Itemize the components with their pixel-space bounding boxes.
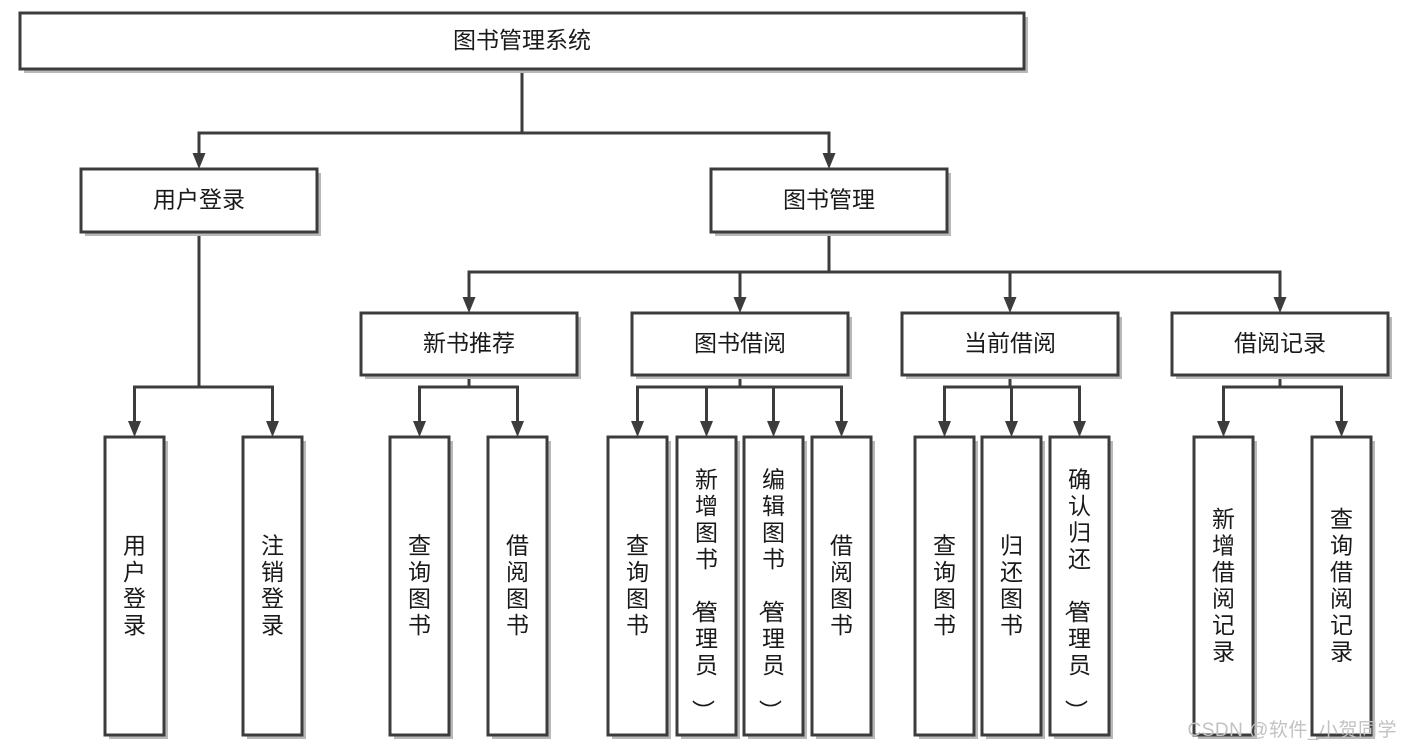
node-leaf-query-record[interactable]: 查询借阅记录 <box>1310 435 1375 739</box>
node-book-manage[interactable]: 图书管理 <box>709 167 951 236</box>
node-leaf-borrow-book-2[interactable]: 借阅图书 <box>810 435 875 739</box>
node-leaf-query-book-3[interactable]: 查询图书 <box>913 435 978 739</box>
node-label: 借阅记录 <box>1234 330 1326 356</box>
arrow-head-icon <box>835 421 848 437</box>
node-leaf-add-book[interactable]: 新增图书（管理员） <box>675 435 740 739</box>
node-label: 注销登录 <box>261 533 284 639</box>
node-rect[interactable] <box>1048 435 1111 737</box>
node-user-login[interactable]: 用户登录 <box>79 167 321 236</box>
node-rect[interactable] <box>810 435 873 737</box>
arrow-head-icon <box>462 297 476 313</box>
node-new-book-recommend[interactable]: 新书推荐 <box>359 311 581 379</box>
node-leaf-confirm-return[interactable]: 确认归还（管理员） <box>1048 435 1113 739</box>
node-book-borrow[interactable]: 图书借阅 <box>630 311 852 379</box>
arrow-head-icon <box>128 421 141 437</box>
node-label: 查询图书 <box>408 533 431 639</box>
node-rect[interactable] <box>486 435 549 737</box>
node-label: 查询图书 <box>626 533 649 639</box>
arrow-head-icon <box>938 421 951 437</box>
edge-group-borrow-record <box>1217 373 1348 437</box>
edge-group-current-borrow <box>938 373 1086 437</box>
edge-group-root <box>192 67 836 169</box>
arrow-head-icon <box>822 153 836 169</box>
node-leaf-query-book-2[interactable]: 查询图书 <box>606 435 671 739</box>
node-leaf-edit-book[interactable]: 编辑图书（管理员） <box>742 435 807 739</box>
node-label: 图书管理系统 <box>453 27 591 53</box>
node-rect[interactable] <box>103 435 166 737</box>
node-label: 归还图书 <box>1000 533 1023 639</box>
node-leaf-user-logout[interactable]: 注销登录 <box>241 435 306 739</box>
arrow-head-icon <box>1273 297 1287 313</box>
arrow-head-icon <box>1073 421 1086 437</box>
node-label: 新增借阅记录 <box>1212 506 1235 665</box>
node-label: 新书推荐 <box>423 330 515 356</box>
edge-group-user-login <box>128 230 279 437</box>
arrow-head-icon <box>767 421 780 437</box>
node-rect[interactable] <box>1170 311 1390 377</box>
node-rect[interactable] <box>359 311 579 377</box>
arrow-head-icon <box>700 421 713 437</box>
node-rect[interactable] <box>79 167 319 234</box>
node-rect[interactable] <box>913 435 976 737</box>
node-label: 借阅图书 <box>506 533 529 639</box>
edge-group-book-borrow <box>631 373 848 437</box>
node-label: 用户登录 <box>123 533 146 639</box>
node-rect[interactable] <box>241 435 304 737</box>
node-leaf-user-login[interactable]: 用户登录 <box>103 435 168 739</box>
nodes-layer: 图书管理系统用户登录图书管理新书推荐图书借阅当前借阅借阅记录用户登录注销登录查询… <box>18 11 1392 739</box>
node-root[interactable]: 图书管理系统 <box>18 11 1028 73</box>
arrow-head-icon <box>1335 421 1348 437</box>
edge-group-book-manage <box>462 230 1287 313</box>
arrow-head-icon <box>1217 421 1230 437</box>
node-label: 查询借阅记录 <box>1330 506 1353 665</box>
node-borrow-record[interactable]: 借阅记录 <box>1170 311 1392 379</box>
watermark-label: CSDN @软件_小贺同学 <box>1187 720 1397 741</box>
node-rect[interactable] <box>980 435 1043 737</box>
node-rect[interactable] <box>900 311 1120 377</box>
node-rect[interactable] <box>709 167 949 234</box>
arrow-head-icon <box>266 421 279 437</box>
node-label: 图书管理 <box>783 187 875 213</box>
node-rect[interactable] <box>1192 435 1255 737</box>
arrow-head-icon <box>631 421 644 437</box>
node-label: 确认归还（管理员） <box>1063 466 1091 722</box>
node-rect[interactable] <box>742 435 805 737</box>
edge-group-new-book-recommend <box>413 373 524 437</box>
node-current-borrow[interactable]: 当前借阅 <box>900 311 1122 379</box>
edges-layer <box>128 67 1348 437</box>
node-rect[interactable] <box>675 435 738 737</box>
arrow-head-icon <box>192 153 206 169</box>
node-rect[interactable] <box>630 311 850 377</box>
node-label: 用户登录 <box>153 187 245 213</box>
arrow-head-icon <box>413 421 426 437</box>
node-label: 借阅图书 <box>830 533 853 639</box>
arrow-head-icon <box>1005 421 1018 437</box>
node-leaf-add-record[interactable]: 新增借阅记录 <box>1192 435 1257 739</box>
node-leaf-query-book-1[interactable]: 查询图书 <box>388 435 453 739</box>
node-label: 图书借阅 <box>694 330 786 356</box>
node-rect[interactable] <box>1310 435 1373 737</box>
node-label: 编辑图书（管理员） <box>757 466 785 722</box>
node-leaf-borrow-book-1[interactable]: 借阅图书 <box>486 435 551 739</box>
node-leaf-return-book[interactable]: 归还图书 <box>980 435 1045 739</box>
arrow-head-icon <box>733 297 747 313</box>
node-rect[interactable] <box>18 11 1026 71</box>
node-rect[interactable] <box>606 435 669 737</box>
arrow-head-icon <box>1003 297 1017 313</box>
node-label: 查询图书 <box>933 533 956 639</box>
node-label: 新增图书（管理员） <box>690 466 718 722</box>
node-rect[interactable] <box>388 435 451 737</box>
node-label: 当前借阅 <box>964 330 1056 356</box>
arrow-head-icon <box>511 421 524 437</box>
